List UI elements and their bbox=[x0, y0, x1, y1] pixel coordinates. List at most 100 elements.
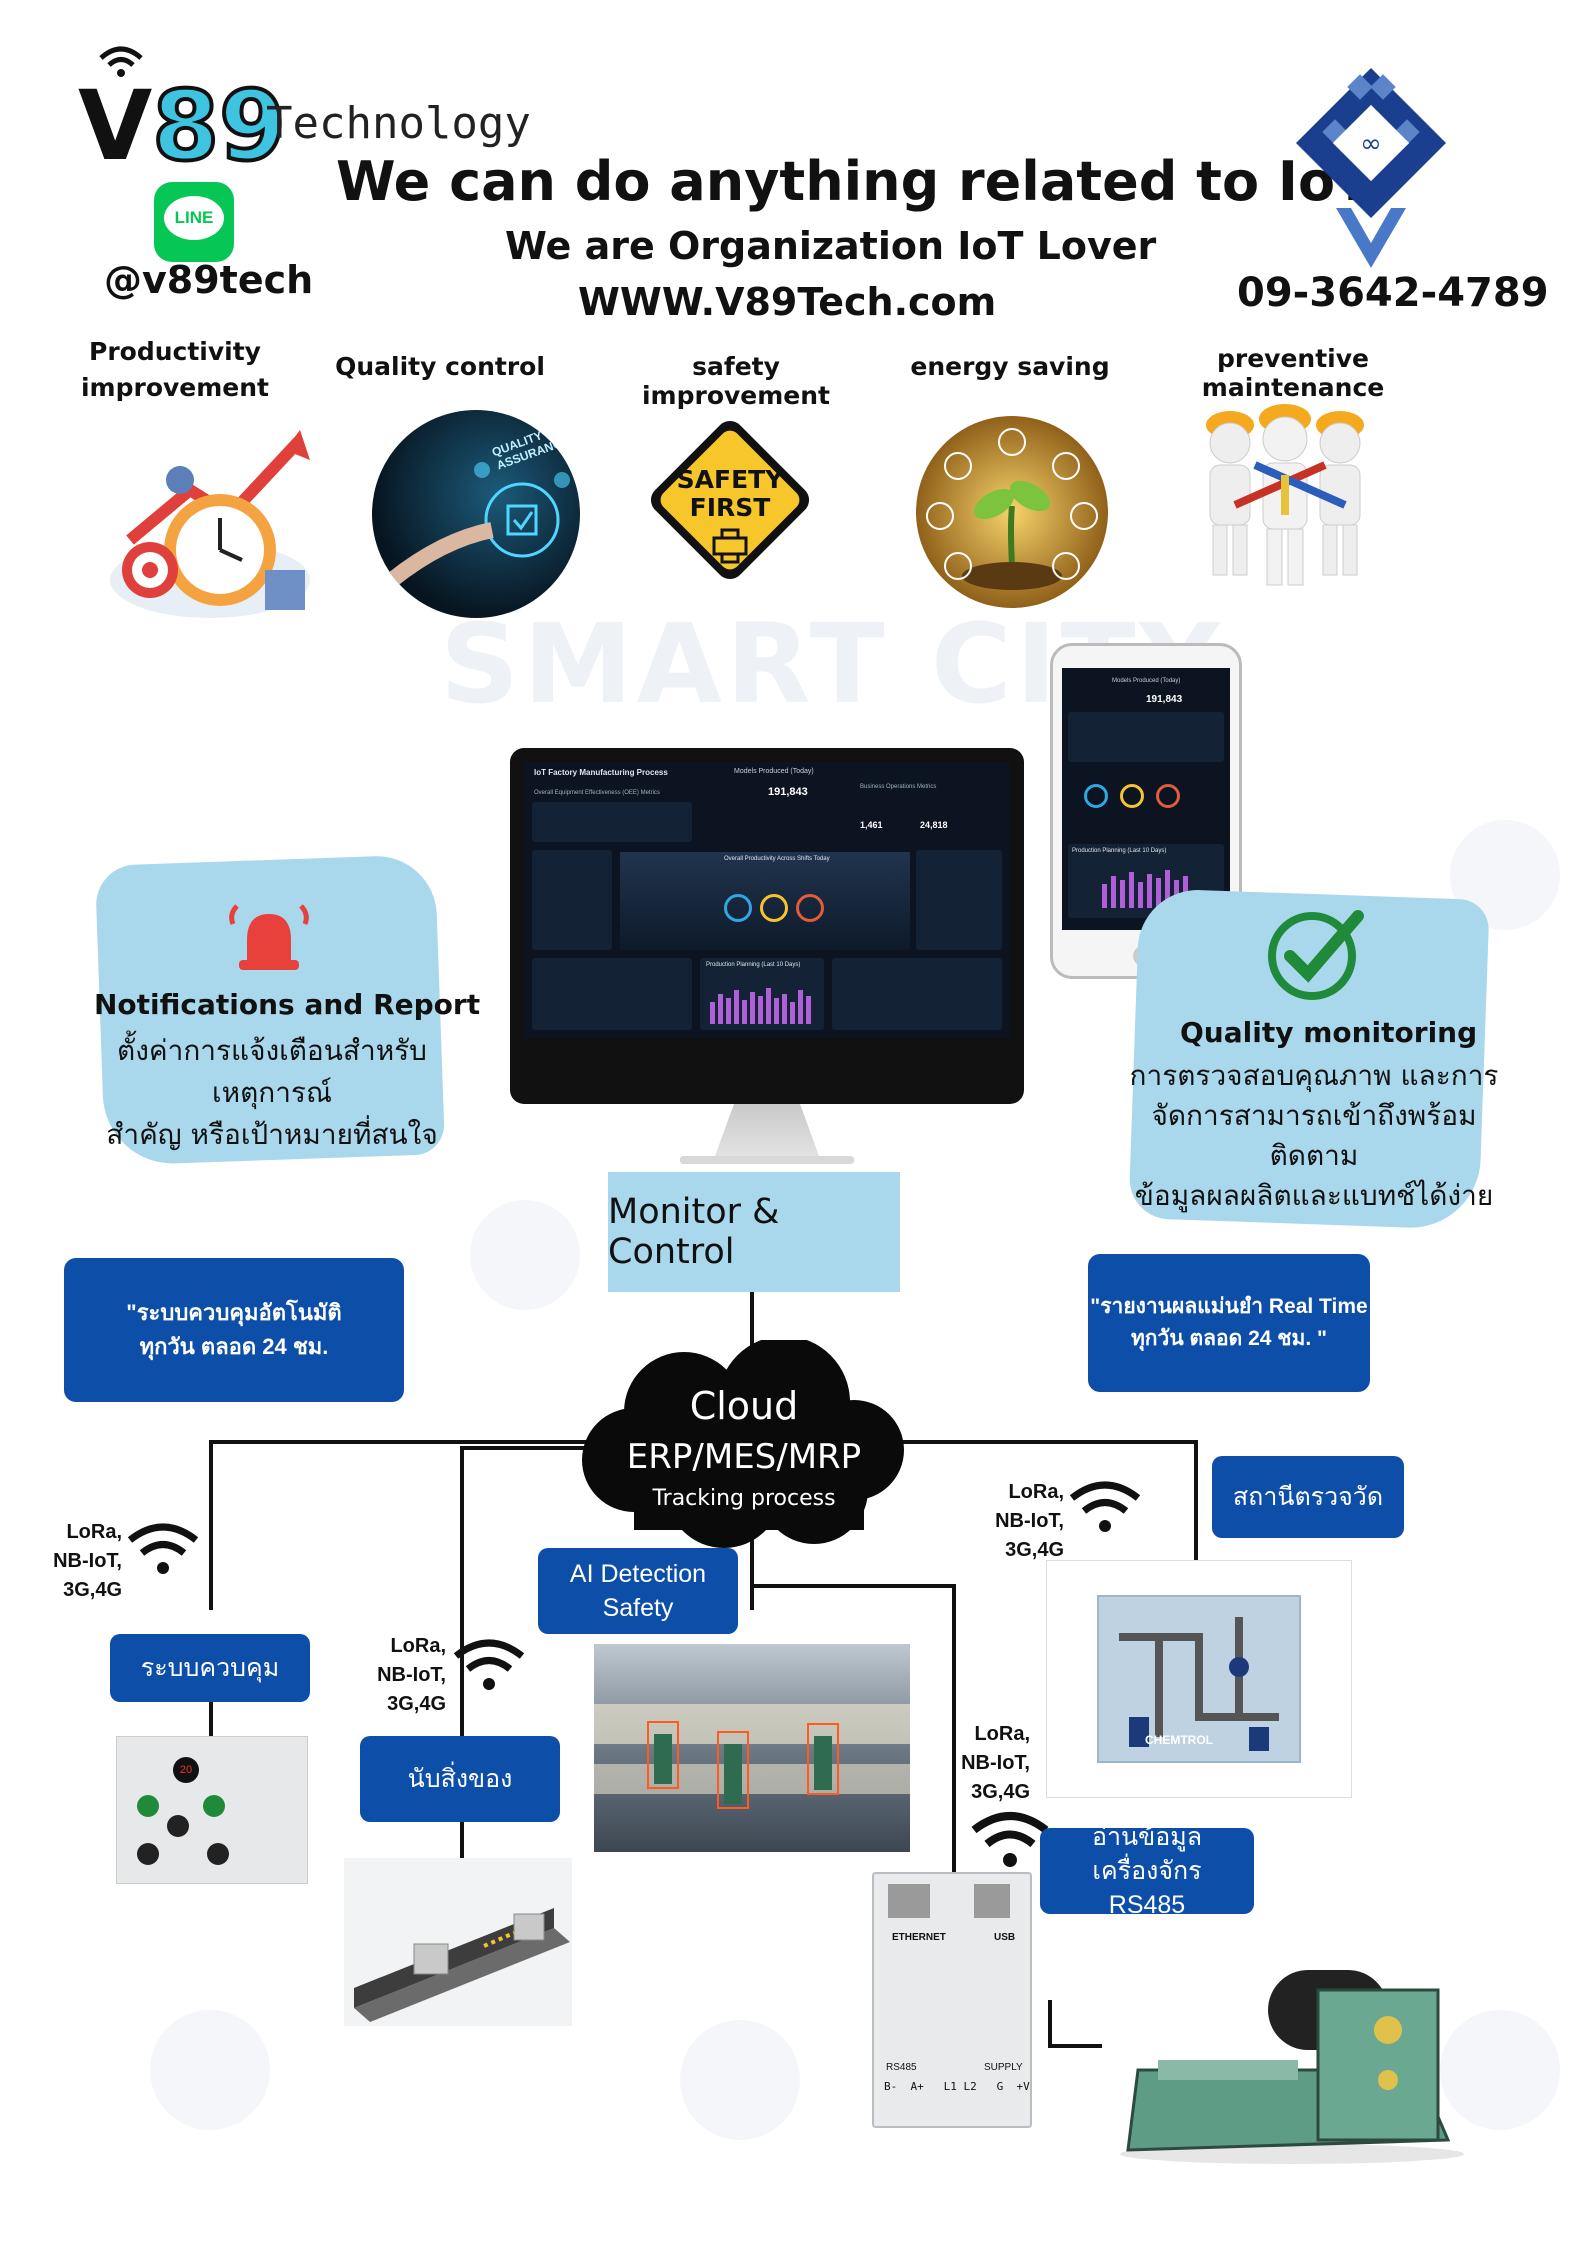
wifi-logo-icon bbox=[96, 40, 146, 83]
rs485-label: RS485 bbox=[886, 2062, 917, 2073]
panel-green-button-2 bbox=[203, 1795, 225, 1817]
wifi-icon bbox=[452, 1636, 526, 1699]
realtime-report-box: "รายงานผลแม่นยำ Real Time ทุกวัน ตลอด 24… bbox=[1088, 1254, 1370, 1392]
line-app-icon[interactable]: LINE bbox=[154, 182, 234, 262]
panel-black-knob-3 bbox=[207, 1843, 229, 1865]
supply-label: SUPPLY bbox=[984, 2062, 1023, 2073]
wireless-l2: NB-IoT, bbox=[995, 1510, 1064, 1532]
notifications-line1: ตั้งค่าการแจ้งเตือนสำหรับเหตุการณ์ bbox=[117, 1034, 427, 1109]
panel-black-knob-1 bbox=[167, 1815, 189, 1837]
rs485-gateway-device: ETHERNET USB RS485 SUPPLY B- A+ L1 L2 G … bbox=[872, 1872, 1032, 2128]
dashboard-oee: Overall Equipment Effectiveness (OEE) Me… bbox=[534, 790, 660, 796]
node-control[interactable]: ระบบควบคุม bbox=[110, 1634, 310, 1702]
body-assembly-tile bbox=[532, 850, 612, 950]
printing-machine-image bbox=[1118, 1950, 1466, 2166]
wireless-l2: NB-IoT, bbox=[961, 1752, 1030, 1774]
phone-models-label: Models Produced (Today) bbox=[1112, 678, 1181, 684]
wireless-l1: LoRa, bbox=[66, 1521, 122, 1543]
gauge-1 bbox=[724, 894, 752, 922]
trim-detail-tile bbox=[832, 958, 1002, 1030]
quality-line1: การตรวจสอบคุณภาพ และการ bbox=[1129, 1059, 1499, 1092]
notifications-title: Notifications and Report bbox=[94, 988, 481, 1021]
bg-water-icon bbox=[150, 2010, 270, 2130]
body-assembly-detail-tile bbox=[532, 958, 692, 1030]
ai-line2: Safety bbox=[602, 1594, 674, 1622]
monitor-control-box[interactable]: Monitor & Control bbox=[608, 1172, 900, 1292]
safety-line2: FIRST bbox=[689, 493, 771, 522]
auto-box-line1: "ระบบควบคุมอัตโนมัติ bbox=[126, 1300, 342, 1325]
line-handle[interactable]: @v89tech bbox=[104, 258, 314, 302]
brand-logo: V89 bbox=[78, 68, 288, 184]
wireless-l2: NB-IoT, bbox=[53, 1550, 122, 1572]
ai-line1: AI Detection bbox=[569, 1560, 707, 1588]
svg-text:∞: ∞ bbox=[1360, 129, 1382, 159]
bg-parking-icon bbox=[680, 2020, 800, 2140]
usb-label: USB bbox=[994, 1932, 1016, 1943]
cloud-line1: Cloud bbox=[689, 1384, 799, 1428]
node-machine-rs485[interactable]: อ่านข้อมูลเครื่องจักร RS485 bbox=[1040, 1823, 1254, 1919]
wireless-l1: LoRa, bbox=[390, 1635, 446, 1657]
station-panel: CHEMTROL bbox=[1097, 1595, 1301, 1763]
report-box-line1: "รายงานผลแม่นยำ Real Time bbox=[1090, 1295, 1368, 1318]
oee-tile bbox=[532, 802, 692, 842]
phone-number[interactable]: 09-3642-4789 bbox=[1237, 270, 1549, 316]
connector-station-v bbox=[1194, 1440, 1198, 1560]
bg-waste-icon bbox=[1440, 2010, 1560, 2130]
node-station[interactable]: สถานีตรวจวัด bbox=[1212, 1456, 1404, 1538]
brand-technology: Technology bbox=[266, 98, 531, 149]
phone-gauge-3 bbox=[1156, 784, 1180, 808]
connector-control-device bbox=[209, 1700, 213, 1740]
panel-display: 20 bbox=[173, 1757, 199, 1783]
benefit-quality-label: Quality control bbox=[335, 352, 545, 381]
planning-bars bbox=[710, 984, 814, 1029]
website-link[interactable]: WWW.V89Tech.com bbox=[578, 280, 997, 324]
benefit-energy-label: energy saving bbox=[910, 352, 1110, 381]
phone-planning-label: Production Planning (Last 10 Days) bbox=[1072, 848, 1167, 854]
factory-workers-image bbox=[594, 1644, 910, 1852]
dashboard-planning: Production Planning (Last 10 Days) bbox=[706, 962, 801, 968]
gauge-2 bbox=[760, 894, 788, 922]
connector-count-v bbox=[460, 1446, 464, 1736]
machine-line1: อ่านข้อมูลเครื่องจักร bbox=[1091, 1823, 1203, 1885]
trim-glass-tile bbox=[916, 850, 1002, 950]
wireless-l1: LoRa, bbox=[974, 1723, 1030, 1745]
wireless-label-count: LoRa,NB-IoT,3G,4G bbox=[370, 1632, 446, 1719]
cloud-line3: Tracking process bbox=[652, 1486, 836, 1511]
check-circle-icon bbox=[1262, 906, 1366, 1007]
dashboard-models-label: Models Produced (Today) bbox=[734, 768, 814, 775]
wifi-icon bbox=[970, 1808, 1050, 1875]
diamond-logo-icon: ∞ bbox=[1296, 68, 1446, 273]
dashboard-models-value: 191,843 bbox=[768, 786, 808, 798]
quality-title: Quality monitoring bbox=[1180, 1016, 1478, 1049]
connector-machine-device bbox=[1048, 2000, 1052, 2046]
dashboard-title: IoT Factory Manufacturing Process bbox=[534, 768, 668, 777]
brand-v: V bbox=[78, 70, 153, 182]
control-panel-device: 20 bbox=[116, 1736, 308, 1884]
phone-models-value: 191,843 bbox=[1146, 694, 1183, 705]
productivity-clock-icon bbox=[100, 420, 320, 625]
notifications-line2: สำคัญ หรือเป้าหมายที่สนใจ bbox=[106, 1118, 438, 1151]
quality-assurance-image: QUALITY ASSURANCE bbox=[372, 410, 580, 618]
connector-control-v bbox=[209, 1440, 213, 1610]
node-count[interactable]: นับสิ่งของ bbox=[360, 1736, 560, 1822]
phone-screen[interactable]: Models Produced (Today) 191,843 Producti… bbox=[1062, 668, 1230, 930]
benefit-safety-label: safety improvement bbox=[641, 352, 831, 410]
dashboard-val2: 24,818 bbox=[920, 820, 948, 830]
monitor-base bbox=[680, 1156, 854, 1164]
usb-port bbox=[974, 1884, 1010, 1918]
maintenance-workers-icon bbox=[1175, 395, 1395, 600]
machine-line2: RS485 bbox=[1108, 1891, 1186, 1919]
gauge-3 bbox=[796, 894, 824, 922]
ethernet-label: ETHERNET bbox=[892, 1932, 946, 1943]
phone-gauge-1 bbox=[1084, 784, 1108, 808]
connector-machine-h bbox=[750, 1584, 954, 1588]
cloud-shape: Cloud ERP/MES/MRP Tracking process bbox=[574, 1340, 914, 1550]
cloud-line2: ERP/MES/MRP bbox=[626, 1437, 862, 1477]
wireless-l2: NB-IoT, bbox=[377, 1664, 446, 1686]
phone-tile-1 bbox=[1068, 712, 1224, 762]
dashboard-screen[interactable]: IoT Factory Manufacturing Process Overal… bbox=[524, 762, 1010, 1038]
node-ai-detection[interactable]: AI Detection Safety bbox=[538, 1548, 738, 1634]
wifi-icon bbox=[1068, 1478, 1142, 1541]
ethernet-port bbox=[888, 1884, 930, 1918]
wifi-icon bbox=[126, 1520, 200, 1583]
